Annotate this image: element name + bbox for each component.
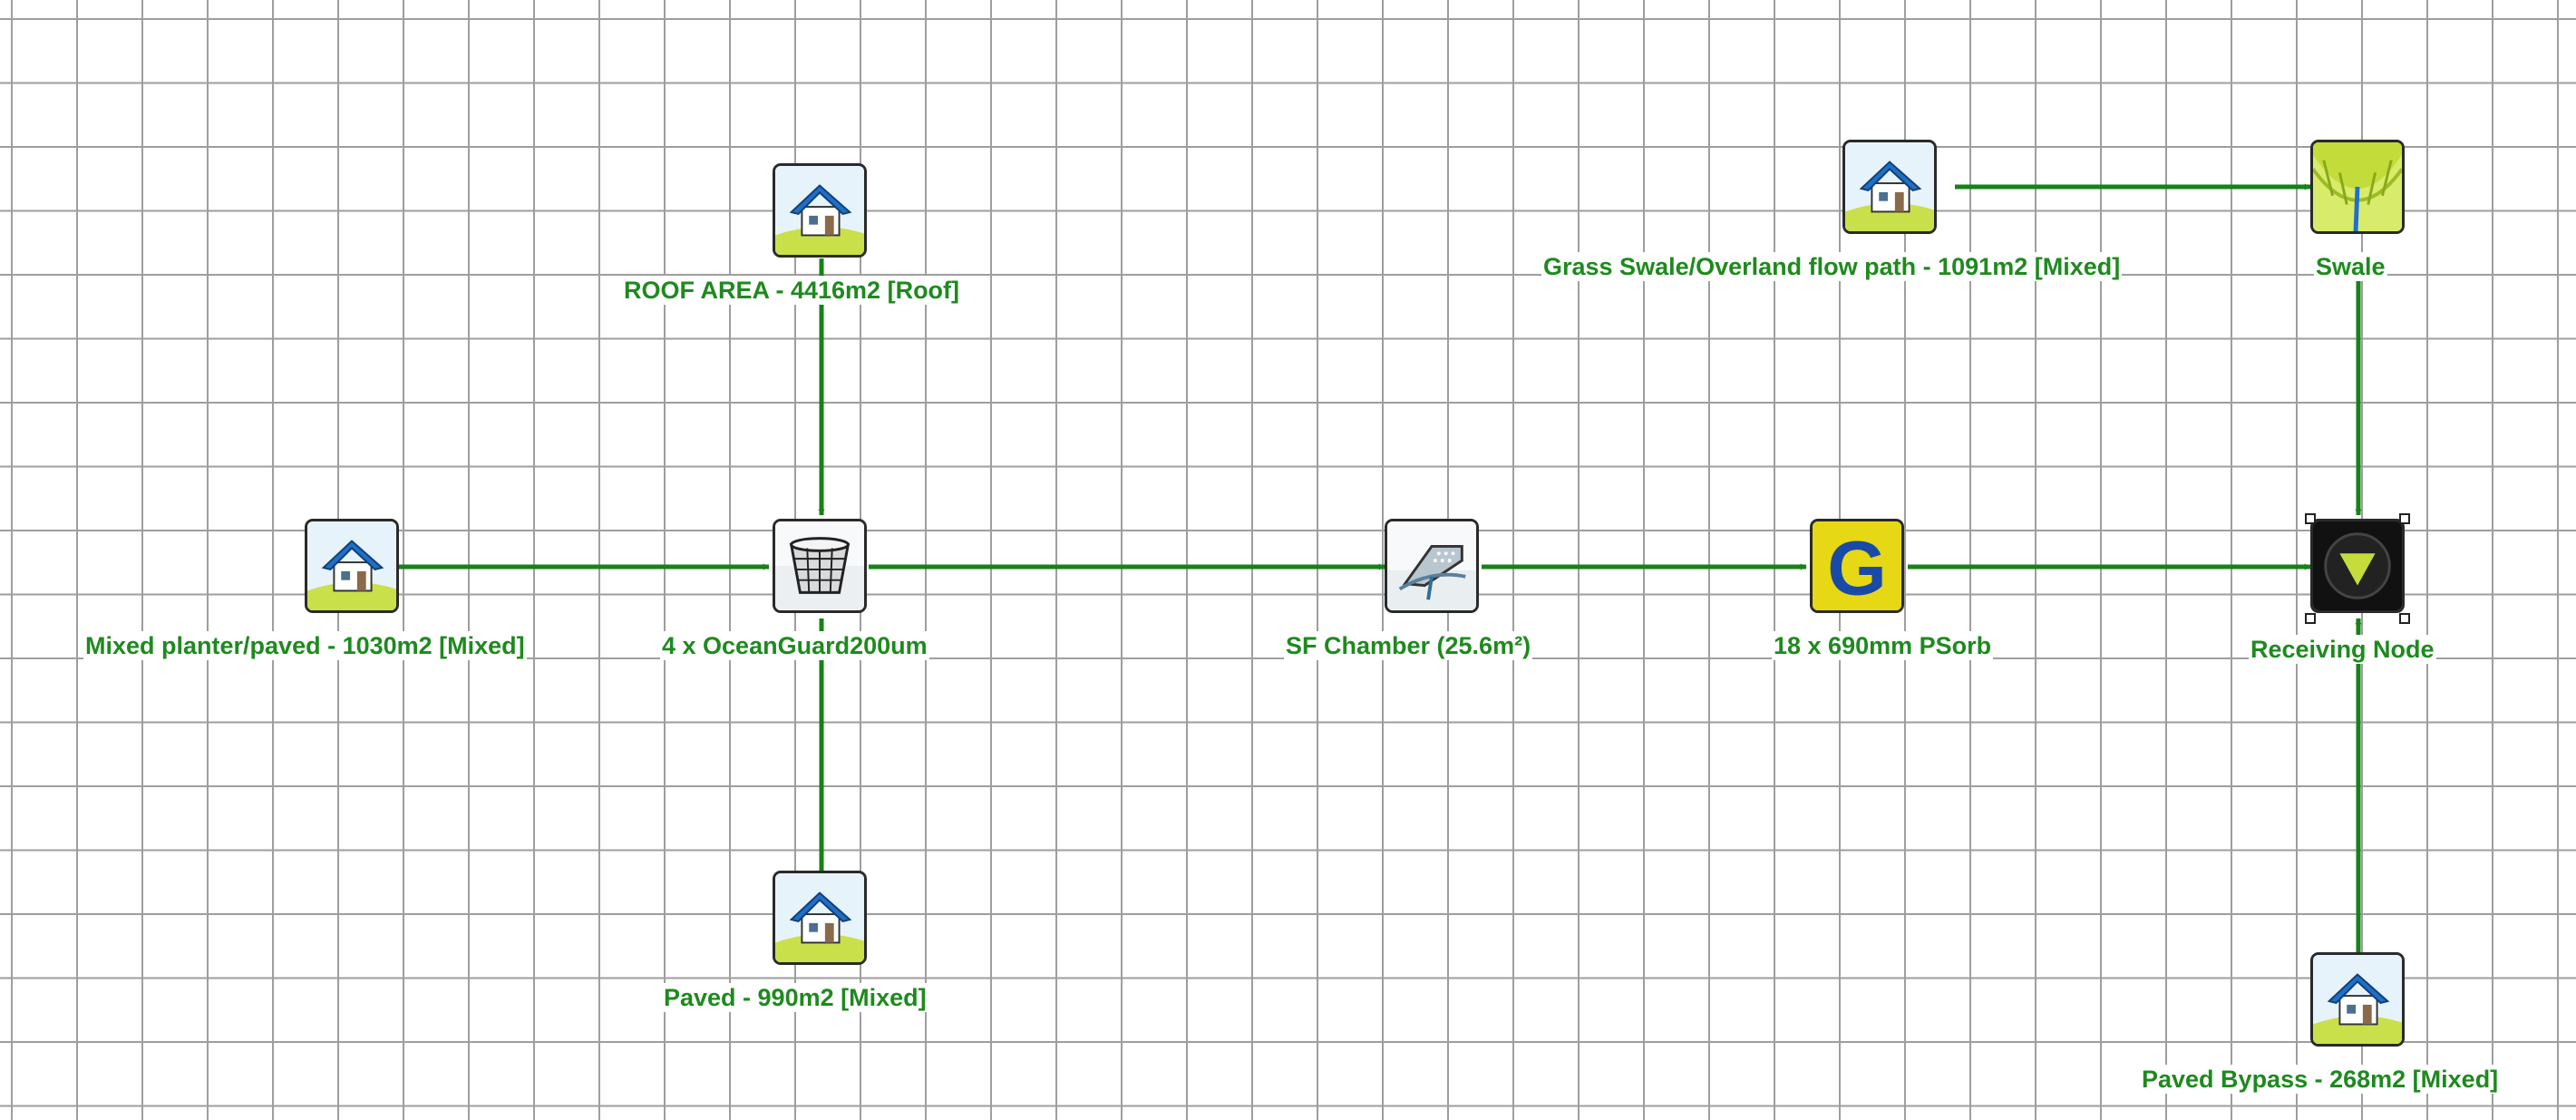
house-icon (775, 873, 864, 962)
house-icon (307, 521, 396, 610)
node-sf-chamber[interactable] (1385, 519, 1479, 613)
g-cartridge-icon: G (1813, 521, 1901, 610)
node-label: ROOF AREA - 4416m2 [Roof] (622, 276, 962, 305)
node-psorb[interactable]: G (1810, 519, 1904, 613)
node-label: Receiving Node (2249, 635, 2436, 664)
selection-handle[interactable] (2399, 613, 2410, 624)
node-label: 4 x OceanGuard200um (660, 631, 929, 660)
node-label: SF Chamber (25.6m²) (1284, 631, 1533, 660)
house-icon (1845, 142, 1934, 231)
node-grass-swale[interactable] (1842, 140, 1937, 234)
node-paved[interactable] (773, 871, 867, 965)
node-label: Paved - 990m2 [Mixed] (662, 983, 928, 1012)
node-label: Paved Bypass - 268m2 [Mixed] (2140, 1065, 2501, 1094)
selection-handle[interactable] (2399, 513, 2410, 524)
selection-handle[interactable] (2305, 613, 2316, 624)
node-paved-bypass[interactable] (2310, 952, 2405, 1047)
filter-basket-icon (775, 521, 864, 610)
node-swale[interactable] (2310, 140, 2405, 234)
node-label: 18 x 690mm PSorb (1772, 631, 1994, 660)
node-oceanguard[interactable] (773, 519, 867, 613)
node-receiving[interactable] (2310, 519, 2405, 613)
receiving-node-icon (2313, 521, 2402, 610)
chamber-icon (1387, 521, 1476, 610)
node-label: Grass Swale/Overland flow path - 1091m2 … (1541, 252, 2123, 281)
psorb-glyph: G (1827, 525, 1887, 610)
node-roof-area[interactable] (773, 163, 867, 258)
house-icon (775, 166, 864, 255)
node-mixed-planter[interactable] (305, 519, 399, 613)
selection-handle[interactable] (2305, 513, 2316, 524)
swale-icon (2313, 142, 2402, 231)
house-icon (2313, 955, 2402, 1044)
node-label: Swale (2314, 252, 2387, 281)
node-label: Mixed planter/paved - 1030m2 [Mixed] (83, 631, 527, 660)
